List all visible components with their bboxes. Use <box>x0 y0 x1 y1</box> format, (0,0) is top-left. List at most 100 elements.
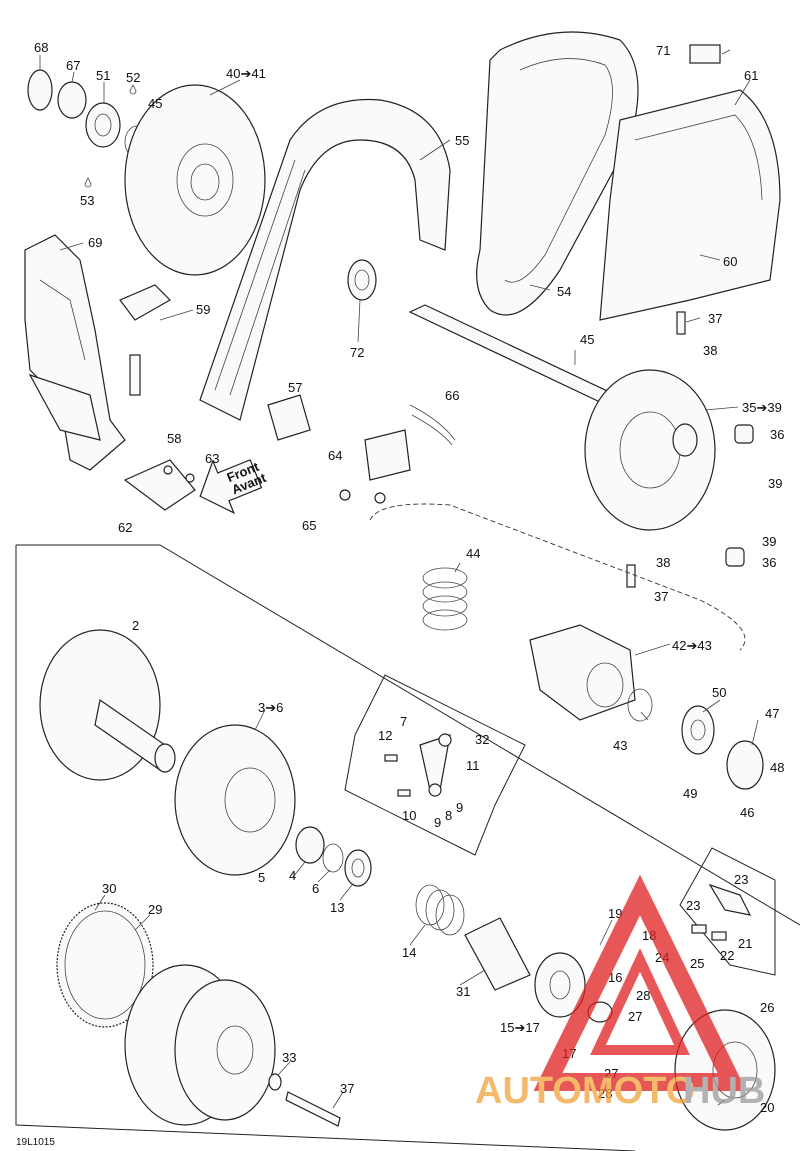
callout-13: 13 <box>330 900 344 915</box>
watermark-word-2: HUB <box>683 1070 765 1112</box>
washer <box>681 705 715 755</box>
callout-43: 43 <box>613 738 627 753</box>
callout-58: 58 <box>167 431 181 446</box>
fixed-sheave <box>124 84 266 276</box>
callout-46: 46 <box>740 805 754 820</box>
callout-67: 67 <box>66 58 80 73</box>
callout-54: 54 <box>557 284 571 299</box>
callout-3-6: 3➔6 <box>258 700 283 715</box>
flywheel <box>124 964 276 1126</box>
lever-inset-frame <box>344 674 526 856</box>
callout-40-41: 40➔41 <box>226 66 266 81</box>
bushing <box>347 259 377 301</box>
callout-61: 61 <box>744 68 758 83</box>
driven-pulley <box>408 304 716 531</box>
bolt <box>676 311 686 335</box>
engine-bracket <box>24 234 126 471</box>
callout-39a: 39 <box>768 476 782 491</box>
bushing-4 <box>295 826 325 864</box>
lever-arm <box>384 733 452 797</box>
damper <box>734 424 754 444</box>
callout-35-39: 35➔39 <box>742 400 782 415</box>
callout-52: 52 <box>126 70 140 85</box>
diagram-code: 19L1015 <box>16 1137 55 1148</box>
callout-22: 22 <box>720 948 734 963</box>
bolt-37 <box>285 1091 341 1127</box>
callout-20: 20 <box>760 1100 774 1115</box>
callout-11: 11 <box>466 758 480 773</box>
bearing-cap <box>726 740 764 790</box>
callout-53: 53 <box>80 193 94 208</box>
leader-lines <box>39 49 759 1109</box>
pin <box>129 354 141 396</box>
callout-16: 16 <box>608 970 622 985</box>
callout-2: 2 <box>132 618 139 633</box>
lower-assembly-frame <box>16 544 800 926</box>
belt-guard <box>199 98 451 421</box>
callout-33: 33 <box>282 1050 296 1065</box>
callout-69: 69 <box>88 235 102 250</box>
callout-10: 10 <box>402 808 416 823</box>
callout-63: 63 <box>205 451 219 466</box>
callout-31: 31 <box>456 984 470 999</box>
callout-65: 65 <box>302 518 316 533</box>
callout-19: 19 <box>608 906 622 921</box>
washer-33 <box>268 1073 282 1091</box>
spring <box>422 567 468 631</box>
callout-29: 29 <box>148 902 162 917</box>
callout-30: 30 <box>102 881 116 896</box>
callout-15-17: 15➔17 <box>500 1020 540 1035</box>
ring-gear <box>56 902 154 1028</box>
callout-45a: 45 <box>148 96 162 111</box>
sleeve <box>464 917 531 991</box>
clutch-spring <box>415 884 465 936</box>
callout-32: 32 <box>475 732 489 747</box>
mounting-plate <box>267 394 311 441</box>
callout-12: 12 <box>378 728 392 743</box>
movable-sheave <box>39 629 176 781</box>
callout-37a: 37 <box>708 311 722 326</box>
bracket-clip <box>123 459 196 511</box>
callout-47: 47 <box>765 706 779 721</box>
drive-pulley-housing <box>174 724 296 876</box>
callout-38b: 38 <box>656 555 670 570</box>
callout-26: 26 <box>760 1000 774 1015</box>
callout-23a: 23 <box>734 872 748 887</box>
callout-5: 5 <box>258 870 265 885</box>
callout-8: 8 <box>445 808 452 823</box>
seal <box>344 849 372 887</box>
callout-27a: 27 <box>628 1009 642 1024</box>
callout-23b: 23 <box>686 898 700 913</box>
callout-36a: 36 <box>770 427 784 442</box>
callout-55: 55 <box>455 133 469 148</box>
callout-45b: 45 <box>580 332 594 347</box>
assembly-outline <box>369 503 746 651</box>
watermark-logo: AUTOMOTO HUB <box>475 874 765 1112</box>
callout-62: 62 <box>118 520 132 535</box>
callout-25: 25 <box>690 956 704 971</box>
callout-49: 49 <box>683 786 697 801</box>
callout-72: 72 <box>350 345 364 360</box>
callout-59: 59 <box>196 302 210 317</box>
callout-28a: 28 <box>636 988 650 1003</box>
plate <box>364 429 411 481</box>
cam <box>529 624 636 721</box>
callout-44: 44 <box>466 546 480 561</box>
governor-inset-frame <box>679 847 776 976</box>
callout-9a: 9 <box>434 815 441 830</box>
callout-57: 57 <box>288 380 302 395</box>
support-block <box>119 284 171 321</box>
callout-64: 64 <box>328 448 342 463</box>
callout-6: 6 <box>312 881 319 896</box>
callout-4: 4 <box>289 868 296 883</box>
callout-7: 7 <box>400 714 407 729</box>
callout-66: 66 <box>445 388 459 403</box>
callout-39b: 39 <box>762 534 776 549</box>
callout-21: 21 <box>738 936 752 951</box>
callout-37c: 37 <box>340 1081 354 1096</box>
warning-decal <box>689 44 721 64</box>
callout-38a: 38 <box>703 343 717 358</box>
watermark-word-1: AUTOMOTO <box>475 1070 695 1112</box>
callout-9b: 9 <box>456 800 463 815</box>
